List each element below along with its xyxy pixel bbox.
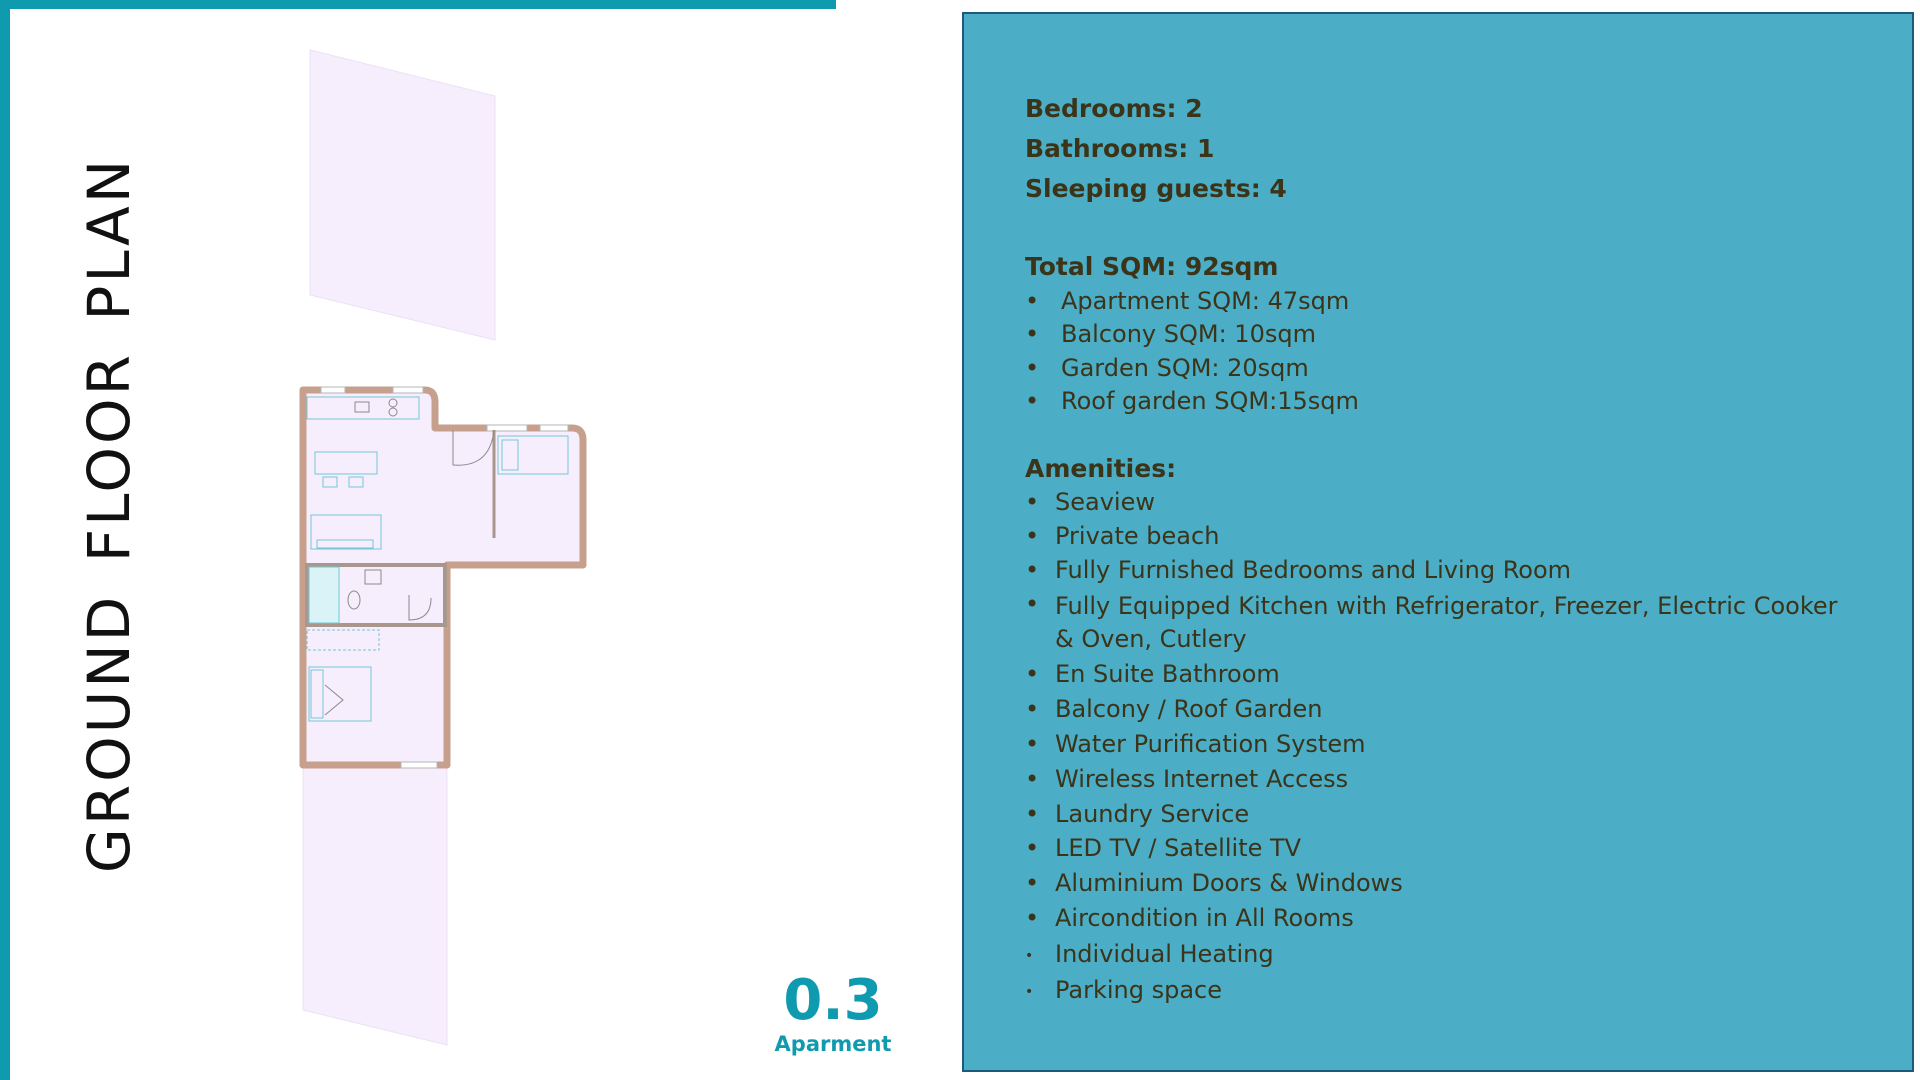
left-accent-bar	[0, 0, 10, 1080]
amenities-heading: Amenities:	[1025, 454, 1177, 483]
apartment-label: Aparment	[774, 1032, 892, 1056]
wardrobe	[306, 629, 380, 651]
sleeping-guests-stat: Sleeping guests: 4	[1025, 174, 1287, 203]
info-panel: Bedrooms: 2 Bathrooms: 1 Sleeping guests…	[962, 12, 1914, 1072]
sofa	[310, 514, 382, 550]
toilet	[347, 590, 361, 610]
apartment-number: 0.3	[783, 968, 883, 1033]
total-sqm-stat: Total SQM: 92sqm	[1025, 252, 1279, 281]
amenity-item: •Fully Equipped Kitchen with Refrigerato…	[1025, 590, 1838, 653]
bedrooms-stat: Bedrooms: 2	[1025, 94, 1203, 123]
bed-1	[308, 666, 372, 722]
shower	[308, 566, 340, 624]
top-accent-bar	[0, 0, 836, 9]
kitchen-counter	[306, 396, 420, 420]
bathroom	[305, 563, 447, 627]
door-swing	[452, 429, 495, 466]
page-title: GROUND FLOOR PLAN	[75, 156, 143, 874]
garden-area	[302, 764, 448, 1046]
bed-2	[497, 435, 569, 475]
bathrooms-stat: Bathrooms: 1	[1025, 134, 1215, 163]
floor-plan-drawing	[299, 49, 587, 1046]
dining-table	[314, 451, 378, 475]
roof-garden-area	[309, 49, 496, 341]
